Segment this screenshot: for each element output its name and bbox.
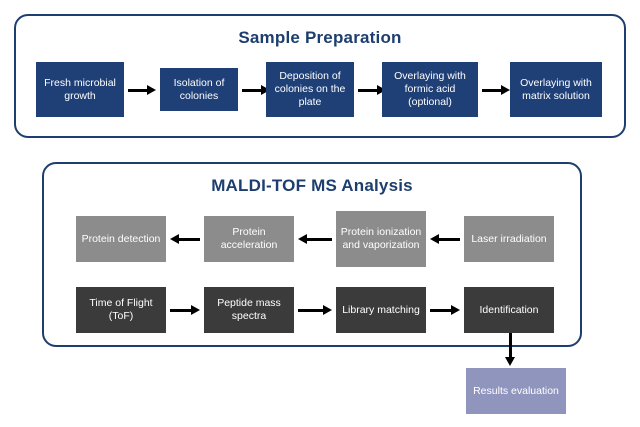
step-fresh-microbial-growth[interactable]: Fresh microbial growth: [36, 62, 124, 117]
step-label: Protein ionization and vaporization: [340, 226, 422, 251]
step-label: Overlaying with formic acid (optional): [394, 70, 466, 108]
step-label: Deposition of colonies on the plate: [274, 70, 346, 108]
arrow-right-icon-6: [298, 302, 332, 318]
step-label: Fresh microbial growth: [44, 76, 116, 102]
sample-preparation-title: Sample Preparation: [238, 28, 402, 47]
arrow-right-icon-2: [242, 82, 270, 98]
step-label: Results evaluation: [473, 384, 559, 397]
arrow-right-icon-4: [482, 82, 510, 98]
step-library-matching[interactable]: Library matching: [336, 287, 426, 333]
step-protein-ionization-vaporization[interactable]: Protein ionization and vaporization: [336, 211, 426, 267]
step-isolation-of-colonies[interactable]: Isolation of colonies: [160, 68, 238, 111]
step-label: Time of Flight (ToF): [89, 297, 153, 322]
step-deposition-of-colonies[interactable]: Deposition of colonies on the plate: [266, 62, 354, 117]
arrow-right-icon-3: [358, 82, 386, 98]
arrow-left-icon-3: [430, 231, 460, 247]
arrow-left-icon-1: [170, 231, 200, 247]
arrow-right-icon-1: [128, 82, 156, 98]
step-overlaying-matrix-solution[interactable]: Overlaying with matrix solution: [510, 62, 602, 117]
step-protein-detection[interactable]: Protein detection: [76, 216, 166, 262]
arrow-down-icon: [502, 333, 518, 366]
arrow-left-icon-2: [298, 231, 332, 247]
maldi-analysis-title: MALDI-TOF MS Analysis: [211, 176, 413, 195]
step-label: Isolation of colonies: [173, 76, 225, 102]
step-overlaying-formic-acid[interactable]: Overlaying with formic acid (optional): [382, 62, 478, 117]
step-peptide-mass-spectra[interactable]: Peptide mass spectra: [204, 287, 294, 333]
step-label: Protein detection: [81, 232, 161, 245]
step-label: Library matching: [342, 303, 420, 316]
step-results-evaluation[interactable]: Results evaluation: [466, 368, 566, 414]
step-label: Overlaying with matrix solution: [520, 76, 592, 102]
step-label: Identification: [479, 303, 539, 316]
step-time-of-flight[interactable]: Time of Flight (ToF): [76, 287, 166, 333]
step-label: Laser irradiation: [471, 232, 547, 245]
arrow-right-icon-5: [170, 302, 200, 318]
step-label: Protein acceleration: [220, 226, 278, 251]
step-laser-irradiation[interactable]: Laser irradiation: [464, 216, 554, 262]
step-protein-acceleration[interactable]: Protein acceleration: [204, 216, 294, 262]
step-label: Peptide mass spectra: [217, 297, 281, 322]
step-identification[interactable]: Identification: [464, 287, 554, 333]
arrow-right-icon-7: [430, 302, 460, 318]
